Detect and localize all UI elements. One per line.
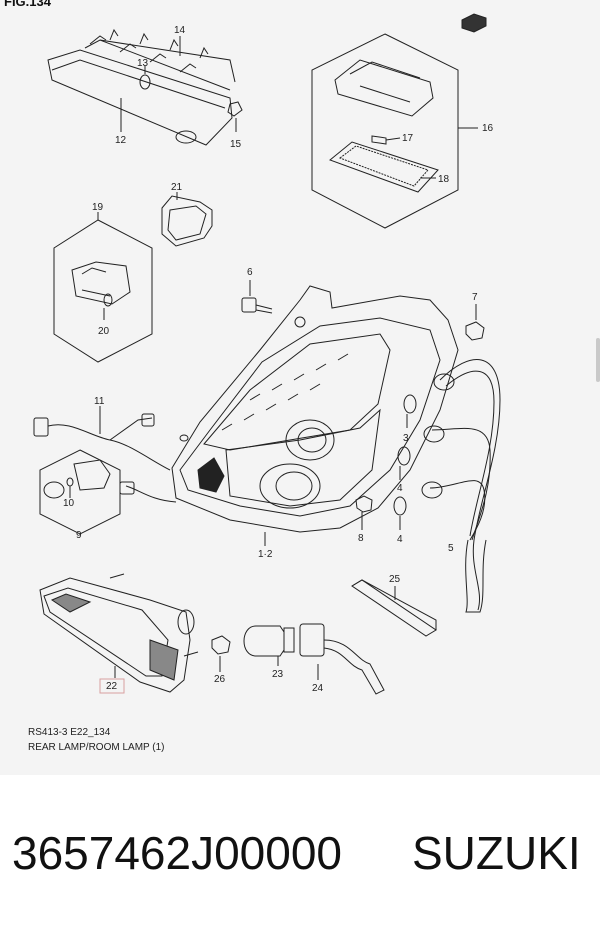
callout-9: 9 <box>76 530 82 541</box>
front-arrow-icon <box>461 13 487 33</box>
callout-8: 8 <box>358 533 364 544</box>
callout-5: 5 <box>448 543 454 554</box>
nut-7 <box>465 304 485 341</box>
diagram-code: RS413-3 E22_134 <box>28 727 111 738</box>
callout-10: 10 <box>63 498 75 509</box>
part-21 <box>161 192 213 247</box>
callout-13: 13 <box>137 58 149 69</box>
brand-name: SUZUKI <box>412 827 581 879</box>
callout-21: 21 <box>171 182 183 193</box>
callout-26: 26 <box>214 674 226 685</box>
highlight-box-22 <box>99 678 125 694</box>
callout-4b: 4 <box>397 534 403 545</box>
lamp-9-group <box>39 449 121 535</box>
callout-7: 7 <box>472 292 478 303</box>
callout-20: 20 <box>98 326 110 337</box>
bulbs-3-4 <box>393 394 417 530</box>
diagram-title: REAR LAMP/ROOM LAMP (1) <box>28 742 165 753</box>
callout-18: 18 <box>438 174 450 185</box>
product-line: 3657462J00000 SUZUKI <box>0 826 600 896</box>
nut-8 <box>355 495 373 530</box>
bulb-23 <box>243 625 295 666</box>
reflector-lamp-22 <box>39 573 199 693</box>
bulb-15 <box>227 101 243 132</box>
callout-1-2: 1·2 <box>258 549 273 560</box>
callout-15: 15 <box>230 139 242 150</box>
lamp-19-group <box>53 212 153 363</box>
exploded-view-drawing: 1·2 3 4 4 5 6 7 8 9 10 11 12 13 14 15 16… <box>33 13 501 695</box>
callout-22: 22 <box>106 681 118 692</box>
callout-23: 23 <box>272 669 284 680</box>
bulb-13 <box>139 68 151 90</box>
callout-11: 11 <box>94 396 105 407</box>
callout-17: 17 <box>402 133 414 144</box>
high-mount-stop-lamp <box>47 28 236 146</box>
nut-26 <box>211 635 231 672</box>
part-number: 3657462J00000 <box>12 827 342 879</box>
figure-label: FIG.134 <box>4 0 51 9</box>
callout-24: 24 <box>312 683 324 694</box>
callout-16: 16 <box>482 123 494 134</box>
scrollbar-handle[interactable] <box>596 338 600 382</box>
socket-24 <box>299 623 385 695</box>
callout-4a: 4 <box>397 483 403 494</box>
callout-6: 6 <box>247 267 253 278</box>
pad-25 <box>351 579 437 637</box>
wire-harness-11 <box>33 406 177 503</box>
callout-12: 12 <box>115 135 127 146</box>
rear-combination-lamp <box>171 285 459 546</box>
bolt-6 <box>241 280 273 314</box>
callout-25: 25 <box>389 574 401 585</box>
callout-3: 3 <box>403 433 409 444</box>
socket-harness <box>421 359 501 613</box>
callout-14: 14 <box>174 25 186 36</box>
room-lamp-group <box>311 33 478 229</box>
callout-19: 19 <box>92 202 104 213</box>
parts-diagram: 1·2 3 4 4 5 6 7 8 9 10 11 12 13 14 15 16… <box>0 0 600 775</box>
